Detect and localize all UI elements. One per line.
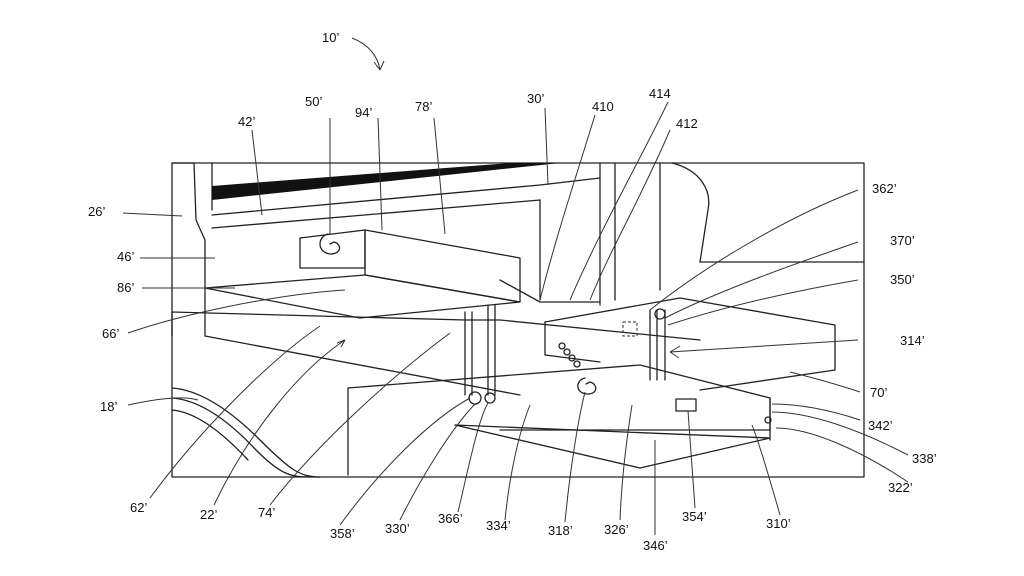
label-330: 330’ (385, 521, 410, 536)
label-362: 362’ (872, 181, 897, 196)
label-342: 342’ (868, 418, 893, 433)
label-42: 42’ (238, 114, 255, 129)
label-310: 310’ (766, 516, 791, 531)
label-314: 314’ (900, 333, 925, 348)
rear-box (544, 297, 836, 391)
label-414: 414 (649, 86, 671, 101)
label-26: 26’ (88, 204, 105, 219)
label-46: 46’ (117, 249, 134, 264)
label-86: 86’ (117, 280, 134, 295)
label-30: 30’ (527, 91, 544, 106)
label-94: 94’ (355, 105, 372, 120)
spring-coil (558, 342, 581, 368)
label-62: 62’ (130, 500, 147, 515)
slide-platform (171, 311, 701, 341)
label-22: 22’ (200, 507, 217, 522)
label-410: 410 (592, 99, 614, 114)
lower-drawer (347, 364, 772, 476)
label-10: 10’ (322, 30, 339, 45)
label-78: 78’ (415, 99, 432, 114)
label-370: 370’ (890, 233, 915, 248)
reference-labels: 10’ 42’ 50’ 94’ 78’ 30’ 410 414 412 362’… (88, 30, 937, 553)
label-66: 66’ (102, 326, 119, 341)
label-70: 70’ (870, 385, 887, 400)
linkage-arms (464, 304, 496, 405)
label-412: 412 (676, 116, 698, 131)
label-74: 74’ (258, 505, 275, 520)
bed-rail-stripe (212, 163, 560, 200)
label-350: 350’ (890, 272, 915, 287)
leader-lines (122, 37, 909, 535)
label-338: 338’ (912, 451, 937, 466)
upper-drawer (204, 229, 521, 319)
label-50: 50’ (305, 94, 322, 109)
truck-bed-body (171, 162, 865, 478)
label-366: 366’ (438, 511, 463, 526)
label-318: 318’ (548, 523, 573, 538)
label-358: 358’ (330, 526, 355, 541)
label-354: 354’ (682, 509, 707, 524)
label-18: 18’ (100, 399, 117, 414)
label-346: 346’ (643, 538, 668, 553)
label-326: 326’ (604, 522, 629, 537)
label-334: 334’ (486, 518, 511, 533)
label-322: 322’ (888, 480, 913, 495)
